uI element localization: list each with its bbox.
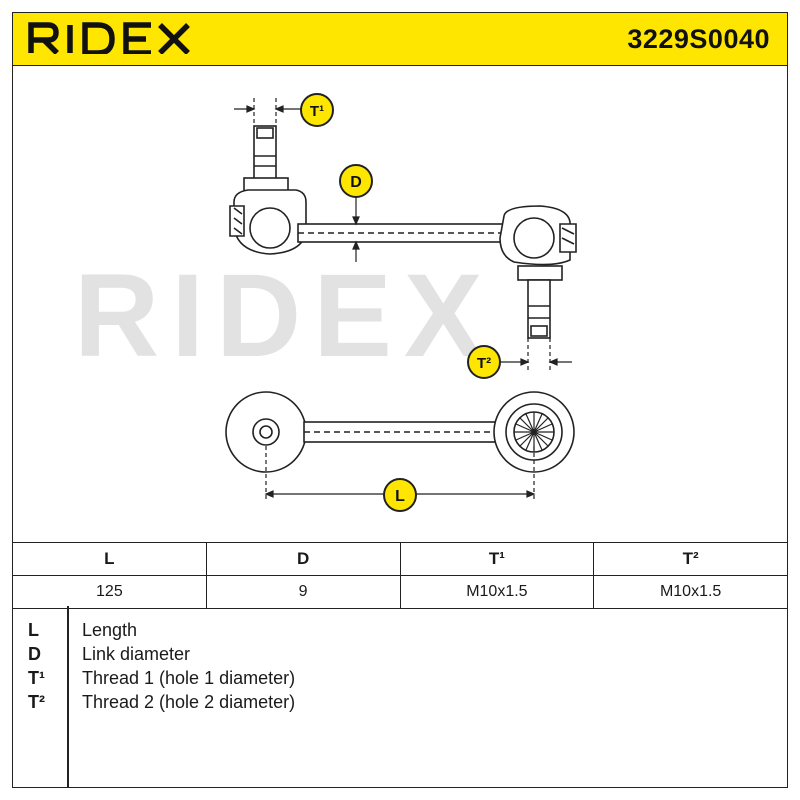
specs-value-t1: M10x1.5: [399, 575, 595, 609]
brand-logo: [28, 22, 193, 59]
specs-value-row: 125 9 M10x1.5 M10x1.5: [12, 575, 788, 609]
ridex-logo-mark: [28, 22, 190, 56]
d-marker-label: D: [350, 174, 362, 191]
specs-header-d: D: [205, 542, 401, 576]
legend-label: Thread 1 (hole 1 diameter): [82, 668, 296, 688]
t1-marker: T¹: [300, 93, 334, 127]
specs-table: L D T¹ T² 125 9 M10x1.5 M10x1.5: [12, 542, 788, 609]
legend-key: L: [28, 620, 39, 640]
technical-drawing: RIDEX: [12, 66, 788, 542]
specs-header-l: L: [12, 542, 207, 576]
t2-dimension: [500, 338, 572, 372]
d-marker: D: [339, 164, 373, 198]
t2-marker-label: T²: [477, 355, 491, 372]
legend-key: T¹: [28, 668, 45, 688]
specs-value-d: 9: [205, 575, 401, 609]
side-view: [229, 125, 577, 339]
l-marker-label: L: [395, 488, 405, 505]
legend-label: Link diameter: [82, 644, 191, 664]
t1-marker-label: T¹: [310, 103, 324, 120]
legend-divider: [67, 606, 69, 788]
specs-header-t2: T²: [593, 542, 788, 576]
legend-label: Length: [82, 620, 138, 640]
part-number: 3229S0040: [627, 24, 770, 54]
specs-value-l: 125: [12, 575, 207, 609]
t1-dimension: [234, 98, 302, 126]
top-view: [225, 391, 575, 473]
specs-header-row: L D T¹ T²: [12, 542, 788, 576]
legend-key: D: [28, 644, 41, 664]
legend: L Length D Link diameter T¹ Thread 1 (ho…: [12, 606, 788, 788]
l-marker: L: [383, 478, 417, 512]
watermark-text: RIDEX: [74, 250, 495, 382]
stabilizer-link-drawing: RIDEX: [74, 93, 577, 512]
legend-key: T²: [28, 692, 45, 712]
d-dimension: [352, 194, 360, 262]
legend-label: Thread 2 (hole 2 diameter): [82, 692, 296, 712]
t2-marker: T²: [467, 345, 501, 379]
specs-value-t2: M10x1.5: [593, 575, 788, 609]
specs-header-t1: T¹: [399, 542, 595, 576]
